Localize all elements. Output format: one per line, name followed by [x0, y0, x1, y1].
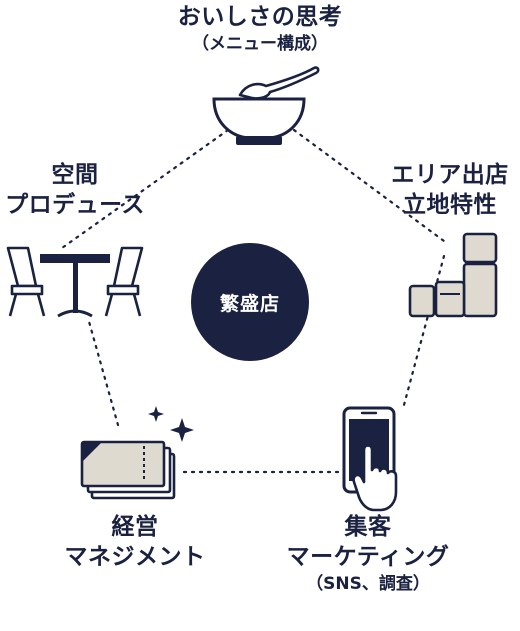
node-bottomright-title: 集客: [344, 514, 392, 540]
node-bottomleft-title: 経営: [111, 514, 159, 540]
node-top-subtitle: （メニュー構成）: [192, 34, 328, 54]
stacked-blocks-icon: [408, 232, 498, 318]
table-and-chairs-icon: [6, 246, 144, 318]
node-bottomleft-label: 経営 マネジメント: [55, 512, 215, 572]
center-circle: 繁盛店: [191, 243, 309, 361]
node-bottomright-label: 集客 マーケティング （SNS、調査）: [278, 512, 458, 596]
node-top-title: おいしさの思考: [177, 4, 343, 30]
node-left-label: 空間 プロデュース: [0, 160, 150, 220]
smartphone-tap-icon: [342, 406, 398, 512]
edge-bottomleft-left: [86, 316, 120, 427]
edge-top-right: [292, 128, 450, 246]
edge-top-left: [60, 128, 230, 250]
node-left-title-2: プロデュース: [5, 192, 145, 218]
center-label: 繁盛店: [219, 292, 280, 315]
edge-right-bottomright: [402, 254, 446, 407]
tickets-with-sparkles-icon: [80, 406, 194, 500]
node-bottomleft-title-2: マネジメント: [64, 544, 206, 570]
rice-bowl-with-spoon-icon: [212, 66, 320, 145]
node-bottomright-subtitle: （SNS、調査）: [306, 574, 430, 594]
node-right-title: エリア出店: [391, 162, 509, 188]
node-left-title: 空間: [51, 162, 99, 188]
node-right-label: エリア出店 立地特性: [380, 160, 520, 220]
node-top-label: おいしさの思考 （メニュー構成）: [130, 2, 390, 56]
node-bottomright-title-2: マーケティング: [286, 544, 450, 570]
node-right-title-2: 立地特性: [403, 192, 497, 218]
